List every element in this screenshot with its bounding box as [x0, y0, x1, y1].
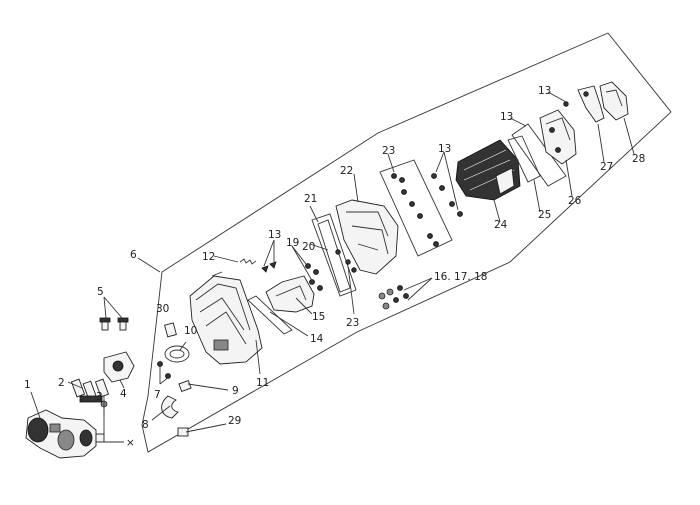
- screw-group-middle-part: [431, 173, 463, 217]
- callout-20: 20: [302, 241, 315, 253]
- callout-23-lower: 23: [346, 317, 359, 329]
- callout-11: 11: [256, 377, 269, 389]
- sensor-part: [70, 378, 110, 403]
- callout-13-right: 13: [500, 111, 513, 123]
- filter-cover-part: [539, 109, 577, 165]
- callout-25: 25: [538, 209, 551, 221]
- gasket-part: [247, 295, 293, 335]
- callout-28: 28: [632, 153, 645, 165]
- callout-10: 10: [184, 325, 197, 337]
- callout-2: 2: [58, 377, 65, 389]
- callout-22: 22: [340, 165, 353, 177]
- air-filter-part: [455, 139, 521, 201]
- nut-part: [95, 433, 105, 443]
- intake-funnel-part: [265, 275, 315, 313]
- callout-29: 29: [228, 415, 241, 427]
- callout-8: 8: [142, 419, 149, 431]
- leader-lines: [30, 91, 635, 443]
- pin-part: [157, 361, 171, 379]
- callout-26: 26: [568, 195, 582, 207]
- callout-12: 12: [202, 251, 215, 263]
- outer-cover-part: [599, 81, 629, 121]
- callout-3: 3: [96, 391, 103, 403]
- callout-19: 19: [286, 237, 299, 249]
- callout-9: 9: [232, 385, 239, 397]
- gasket-ring-part: [164, 345, 190, 363]
- callout-labels: 1 2 3 4 5 6 7 8 9 10 11 12 13 14 15 16. …: [24, 85, 645, 449]
- callout-30: 30: [156, 303, 169, 315]
- throttle-body-part: [25, 409, 97, 459]
- filter-gasket-part: [507, 135, 541, 183]
- assembly-boundary: [141, 32, 672, 453]
- callout-13-top: 13: [538, 85, 551, 97]
- hose-part: [161, 395, 179, 419]
- callout-4: 4: [120, 388, 127, 400]
- clip-part: [164, 322, 177, 338]
- bolt-group-23-part: [391, 173, 439, 247]
- callout-15: 15: [312, 311, 325, 323]
- screw-pair-part: [99, 317, 129, 331]
- callout-16-17-18: 16. 17. 18: [434, 271, 487, 283]
- cross-mark-icon: ×: [126, 437, 135, 449]
- callout-24: 24: [494, 219, 508, 231]
- callout-7: 7: [154, 389, 161, 401]
- hose-clamp-part: [178, 379, 192, 393]
- callout-5: 5: [97, 286, 104, 298]
- clamp-part: [103, 351, 135, 383]
- bolt-set-boundary: [379, 159, 453, 257]
- seal-plate-part: [311, 213, 357, 297]
- spring-part: [239, 258, 257, 265]
- screw-group-left-part: [261, 261, 277, 273]
- bolt-group-19-part: [305, 263, 323, 291]
- callout-27: 27: [600, 161, 613, 173]
- airbox-lower-housing-part: [189, 271, 263, 365]
- bracket-part: [577, 85, 605, 123]
- callout-1: 1: [24, 379, 31, 391]
- callout-6: 6: [130, 249, 137, 261]
- callout-21: 21: [304, 193, 317, 205]
- airbox-upper-housing-part: [335, 199, 399, 275]
- callout-14: 14: [310, 333, 324, 345]
- bolt-group-23-lower-part: [335, 249, 357, 273]
- bolt-set-13-boundary: [511, 123, 567, 187]
- callout-23-upper: 23: [382, 145, 395, 157]
- callout-13-middle: 13: [438, 143, 451, 155]
- callout-13-left: 13: [268, 229, 281, 241]
- fastener-set-part: [378, 285, 409, 310]
